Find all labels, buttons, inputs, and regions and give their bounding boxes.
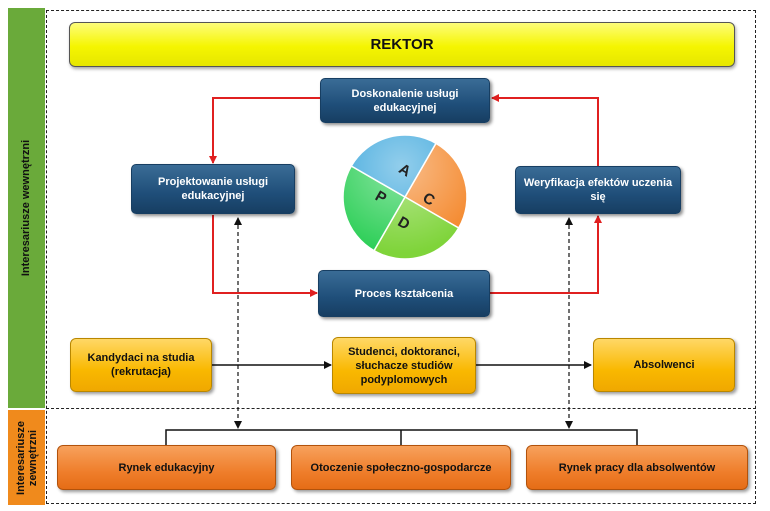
arrow-verification-to-improvement (491, 94, 599, 166)
rektor-bar: REKTOR (69, 22, 735, 67)
verification-label: Weryfikacja efektów uczenia się (523, 177, 673, 203)
verification-box: Weryfikacja efektów uczenia się (515, 166, 681, 214)
students-label: Studenci, doktoranci, słuchacze studiów … (348, 345, 460, 386)
education-market-box: Rynek edukacyjny (57, 445, 276, 490)
improvement-label: Doskonalenie usługi edukacyjnej (351, 87, 459, 114)
socio-economic-environment-box: Otoczenie społeczno-gospodarcze (291, 445, 511, 490)
labor-market-label: Rynek pracy dla absolwentów (558, 461, 716, 474)
design-box: Projektowanie usługi edukacyjnej (131, 164, 295, 214)
arrow-improvement-to-design (209, 97, 320, 164)
pdca-shine (343, 135, 467, 259)
process-box: Proces kształcenia (318, 270, 490, 317)
candidates-label: Kandydaci na studia (rekrutacja) (87, 352, 195, 378)
candidates-box: Kandydaci na studia (rekrutacja) (70, 338, 212, 392)
education-market-label: Rynek edukacyjny (118, 461, 215, 474)
internal-stakeholders-band: Interesariusze wewnętrzni (8, 8, 45, 408)
students-box: Studenci, doktoranci, słuchacze studiów … (332, 337, 476, 394)
process-label: Proces kształcenia (354, 287, 454, 300)
stakeholder-divider (46, 408, 756, 409)
arrow-design-to-process (212, 215, 318, 297)
pdca-wheel: A C D P (342, 134, 468, 260)
graduates-box: Absolwenci (593, 338, 735, 392)
improvement-box: Doskonalenie usługi edukacyjnej (320, 78, 490, 123)
rektor-title: REKTOR (370, 36, 434, 53)
external-stakeholders-band: Interesariusze zewnętrzni (8, 410, 45, 505)
labor-market-box: Rynek pracy dla absolwentów (526, 445, 748, 490)
socio-economic-environment-label: Otoczenie społeczno-gospodarcze (310, 461, 492, 474)
main-frame (46, 10, 756, 504)
arrow-process-to-verification (490, 215, 602, 294)
design-label: Projektowanie usługi edukacyjnej (157, 176, 269, 202)
graduates-label: Absolwenci (633, 359, 695, 371)
